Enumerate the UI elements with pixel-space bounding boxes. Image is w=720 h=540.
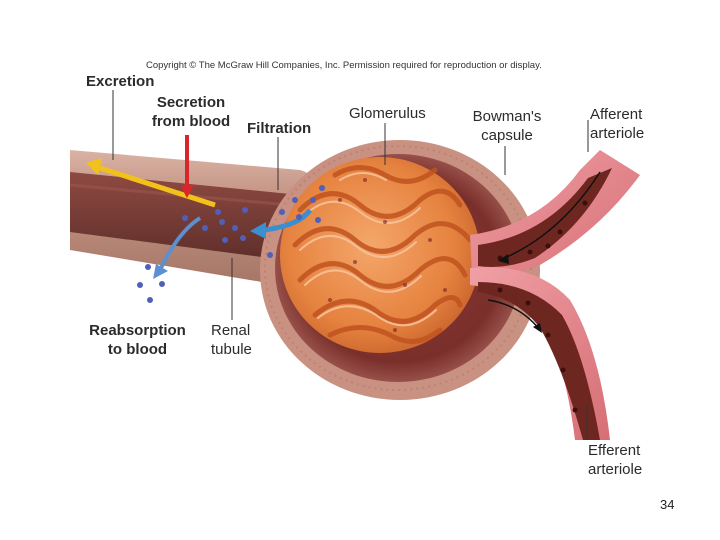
label-secretion-line1: Secretion: [156, 94, 226, 111]
efferent-arteriole: [470, 267, 610, 440]
afferent-arteriole: [470, 150, 640, 277]
label-reabsorption: Reabsorption to blood: [80, 321, 195, 359]
label-renal-tubule: Renal tubule: [211, 321, 252, 359]
afferent-flow-arrow: [499, 171, 601, 261]
label-secretion-line2: from blood: [151, 113, 231, 130]
label-bowmans-line2: capsule: [481, 127, 533, 144]
excretion-arrow: [99, 165, 216, 208]
label-filtration: Filtration: [247, 120, 312, 137]
label-excretion: Excretion: [86, 73, 155, 90]
label-renal-line1: Renal: [211, 322, 251, 339]
label-efferent-line1: Efferent: [588, 442, 641, 459]
label-efferent-arteriole: Efferent arteriole: [588, 441, 642, 479]
label-afferent-arteriole: Afferent arteriole: [590, 105, 644, 143]
label-reabsorption-line1: Reabsorption: [89, 322, 186, 339]
label-reabsorption-line2: to blood: [107, 341, 168, 358]
label-afferent-line1: Afferent: [590, 106, 643, 123]
glomerulus-tuft: [280, 157, 480, 353]
filtration-arrow: [264, 208, 313, 233]
label-glomerulus: Glomerulus: [349, 105, 426, 122]
label-bowmans-line1: Bowman's: [472, 108, 542, 125]
label-secretion: Secretion from blood: [146, 93, 236, 131]
reabsorption-arrow: [158, 216, 202, 271]
solute-dots: [137, 185, 325, 303]
page-number: 34: [660, 497, 675, 512]
label-efferent-line2: arteriole: [588, 461, 643, 478]
copyright-notice: Copyright © The McGraw Hill Companies, I…: [146, 60, 542, 71]
label-renal-line2: tubule: [211, 341, 252, 358]
label-afferent-line2: arteriole: [590, 125, 645, 142]
label-bowmans-capsule: Bowman's capsule: [463, 107, 551, 145]
